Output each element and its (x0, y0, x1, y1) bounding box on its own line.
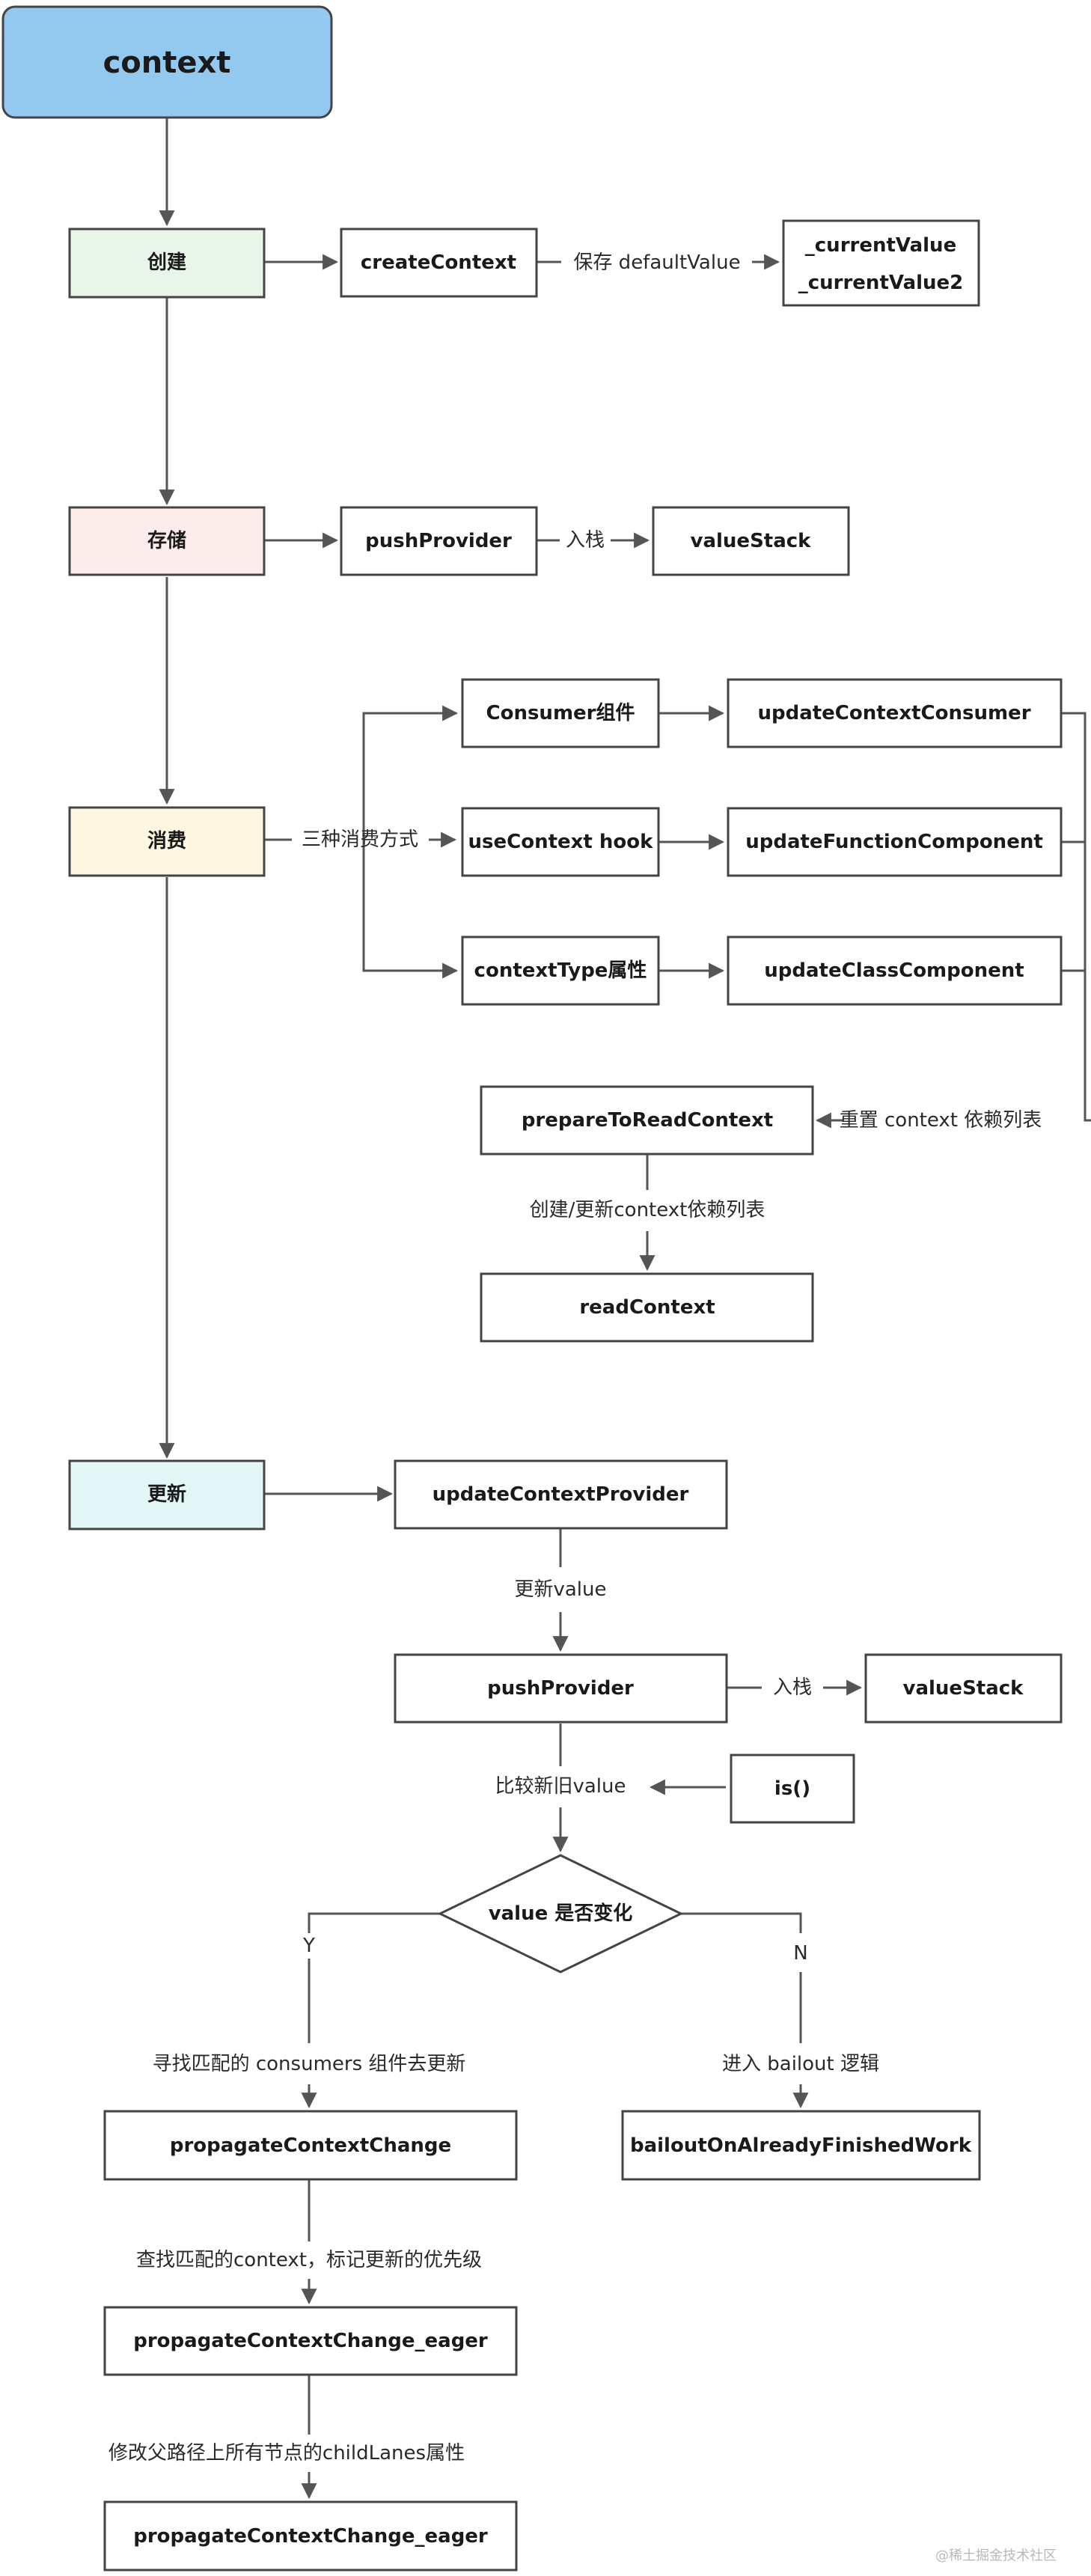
updateContextProvider-label: updateContextProvider (433, 1483, 689, 1506)
pushProvider2-node: pushProvider (394, 1653, 728, 1724)
watermark: @稀土掘金技术社区 (935, 2548, 1057, 2564)
prepareToReadContext-label: prepareToReadContext (522, 1109, 773, 1132)
useContextHook-node: useContext hook (461, 807, 660, 877)
consume-label: 消费 (147, 830, 186, 852)
valueStack2-label: valueStack (903, 1677, 1024, 1700)
createContext-node: createContext (340, 228, 538, 298)
store-label: 存储 (147, 529, 186, 552)
readContext-node: readContext (480, 1272, 814, 1343)
contextTypeAttr-node: contextType属性 (461, 936, 660, 1006)
edge-decision-no (681, 1912, 802, 1933)
readContext-label: readContext (579, 1296, 715, 1319)
enter-bailout-label: 进入 bailout 逻辑 (722, 2053, 879, 2075)
is-node: is() (730, 1754, 855, 1824)
currentValue-node: _currentValue _currentValue2 (782, 219, 980, 307)
propagateEager1-node: propagateContextChange_eager (103, 2306, 518, 2376)
updateContextConsumer-label: updateContextConsumer (757, 702, 1030, 724)
updateContextProvider-node: updateContextProvider (394, 1459, 728, 1530)
edge-branch-consumer (362, 705, 459, 840)
valueStack1-node: valueStack (652, 506, 850, 576)
save-default-label: 保存 defaultValue (573, 251, 740, 274)
push-stack-label-2: 入栈 (773, 1676, 812, 1699)
updateFunctionComponent-label: updateFunctionComponent (745, 831, 1043, 853)
createContext-label: createContext (361, 251, 516, 274)
create-update-deps-label: 创建/更新context依赖列表 (530, 1199, 765, 1221)
updateClassComponent-label: updateClassComponent (764, 959, 1024, 982)
no-label: N (793, 1942, 807, 1965)
modify-lanes-label: 修改父路径上所有节点的childLanes属性 (109, 2442, 465, 2464)
propagateEager1-label: propagateContextChange_eager (133, 2330, 488, 2352)
three-ways-label: 三种消费方式 (302, 828, 418, 851)
pushProvider1-label: pushProvider (365, 530, 512, 552)
useContextHook-label: useContext hook (468, 831, 654, 853)
store-node: 存储 (68, 506, 266, 576)
edge-decision-yes (308, 1912, 440, 1933)
propagateEager2-node: propagateContextChange_eager (103, 2500, 518, 2572)
currentValue-label: _currentValue (805, 234, 956, 257)
pushProvider1-node: pushProvider (340, 506, 538, 576)
create-label: 创建 (147, 251, 186, 274)
push-stack-label-1: 入栈 (566, 529, 605, 552)
create-node: 创建 (68, 228, 266, 299)
update-node: 更新 (68, 1459, 266, 1530)
currentValue2-label: _currentValue2 (798, 272, 964, 294)
find-consumers-label: 寻找匹配的 consumers 组件去更新 (153, 2053, 466, 2075)
reset-deps-label: 重置 context 依赖列表 (840, 1109, 1042, 1132)
decision-label: value 是否变化 (489, 1902, 633, 1925)
propagateContextChange-label: propagateContextChange (170, 2134, 451, 2157)
consumerComp-node: Consumer组件 (461, 678, 660, 748)
find-context-label: 查找匹配的context，标记更新的优先级 (136, 2249, 482, 2271)
edge-right-collect (1061, 712, 1091, 1122)
connectors (159, 118, 1091, 2500)
compare-value-label: 比较新旧value (495, 1775, 626, 1798)
decision-node: value 是否变化 (437, 1854, 684, 1974)
consumerComp-label: Consumer组件 (486, 701, 635, 724)
yes-label: Y (302, 1935, 315, 1957)
edge-branch-contextType (362, 840, 459, 979)
propagateContextChange-node: propagateContextChange (103, 2110, 518, 2181)
edge-labels: 保存 defaultValue 入栈 三种消费方式 重置 context 依赖列… (109, 251, 1042, 2464)
update-value-label: 更新value (514, 1578, 606, 1601)
updateClassComponent-node: updateClassComponent (727, 936, 1063, 1006)
prepareToReadContext-node: prepareToReadContext (480, 1085, 814, 1156)
title-label: context (103, 46, 231, 80)
update-label: 更新 (147, 1483, 186, 1506)
updateFunctionComponent-node: updateFunctionComponent (727, 807, 1063, 877)
pushProvider2-label: pushProvider (487, 1677, 634, 1700)
consume-node: 消费 (68, 806, 266, 877)
bailout-node: bailoutOnAlreadyFinishedWork (621, 2110, 981, 2181)
contextTypeAttr-label: contextType属性 (474, 959, 647, 982)
valueStack2-node: valueStack (864, 1653, 1063, 1724)
title-node: context (1, 5, 333, 119)
bailout-label: bailoutOnAlreadyFinishedWork (630, 2134, 972, 2157)
propagateEager2-label: propagateContextChange_eager (133, 2525, 488, 2548)
updateContextConsumer-node: updateContextConsumer (727, 678, 1063, 748)
valueStack1-label: valueStack (691, 530, 812, 552)
is-label: is() (774, 1777, 810, 1800)
